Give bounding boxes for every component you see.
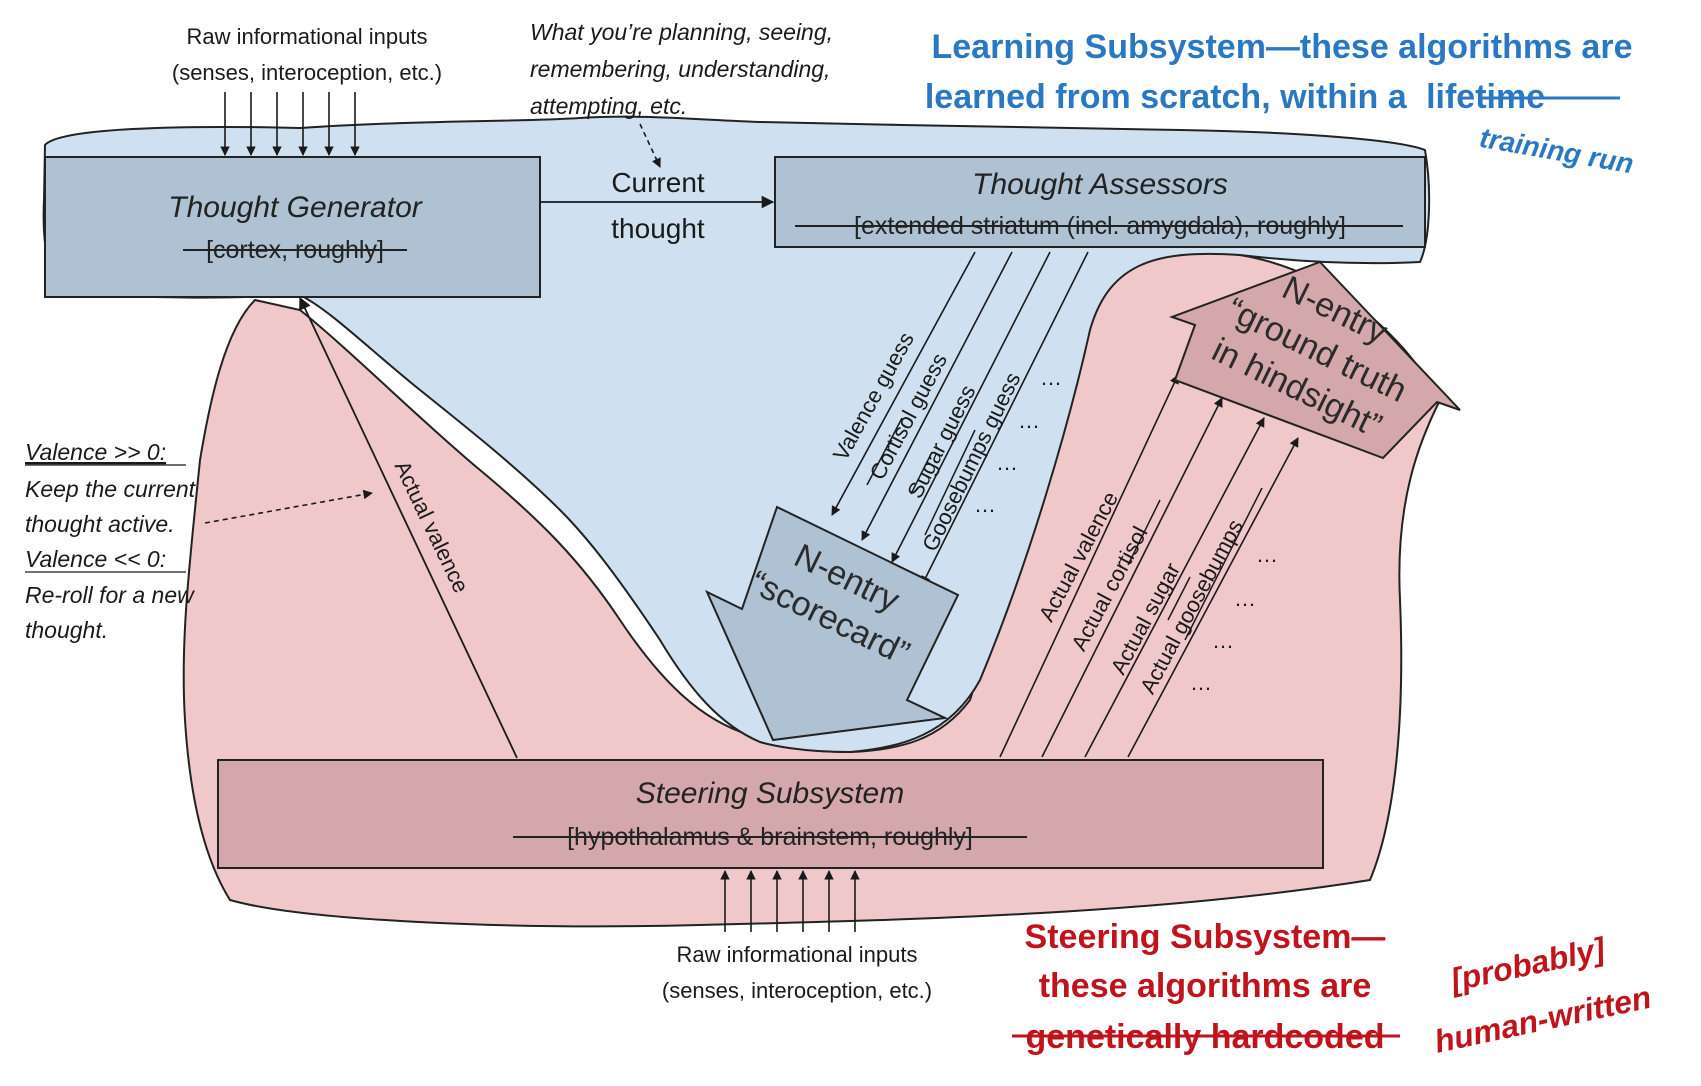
- learning-title-prefix: learned from scratch, within a: [925, 78, 1408, 116]
- inputs-bottom-line2: (senses, interoception, etc.): [662, 978, 932, 1003]
- actual-sugar-strike: [1167, 576, 1191, 621]
- actual-goosebumps-strike: [1184, 487, 1263, 641]
- valence-note-l2: thought active.: [25, 511, 175, 537]
- actual-dots-2: …: [1212, 628, 1234, 653]
- actual-dots-4: …: [1256, 542, 1278, 567]
- guess-dots-4: …: [974, 492, 996, 517]
- input-arrows-top: [220, 92, 360, 156]
- planning-note-line3: attempting, etc.: [530, 93, 687, 119]
- current-thought-line1: Current: [611, 167, 705, 198]
- guess-dots-2: …: [1018, 408, 1040, 433]
- input-arrows-bottom: [720, 870, 860, 932]
- ground-truth-arrow: [1169, 260, 1461, 460]
- actual-dots-1: …: [1190, 670, 1212, 695]
- guess-dots-3: …: [996, 450, 1018, 475]
- actual-arrows: [999, 374, 1299, 758]
- inputs-bottom-line1: Raw informational inputs: [677, 942, 918, 967]
- thought-assessors-title: Thought Assessors: [972, 168, 1228, 201]
- guess-arrows: [831, 251, 1089, 586]
- valence-note-l4: thought.: [25, 617, 108, 643]
- planning-note-pointer: [639, 123, 661, 168]
- thought-generator-box: [44, 156, 541, 298]
- valence-note-h1: Valence >> 0:: [25, 439, 166, 465]
- valence-note-l3: Re-roll for a new: [25, 582, 195, 608]
- steering-caption-line2: these algorithms are: [1039, 967, 1372, 1005]
- steering-subsystem-box: [217, 759, 1324, 869]
- thought-assessors-box: [774, 156, 1426, 248]
- guess-sugar-strike: [910, 451, 933, 495]
- learning-title-line1: Learning Subsystem—these algorithms are: [932, 28, 1633, 66]
- valence-note-l1: Keep the current: [25, 476, 197, 502]
- steering-caption-line1: Steering Subsystem—: [1025, 918, 1386, 956]
- planning-note-line1: What you’re planning, seeing,: [530, 19, 833, 45]
- actual-cortisol-strike: [1127, 499, 1161, 566]
- learning-title-line2: learned from scratch, within a lifetime: [925, 78, 1545, 116]
- steering-box-title: Steering Subsystem: [636, 777, 904, 810]
- inputs-top-line2: (senses, interoception, etc.): [172, 60, 442, 85]
- planning-note-line2: remembering, understanding,: [530, 56, 830, 82]
- scorecard-arrow: [704, 505, 960, 742]
- guess-dots: … … … …: [974, 365, 1062, 517]
- actual-valence-left-arrow: [299, 296, 518, 759]
- guess-cortisol-strike: [866, 417, 903, 486]
- steering-caption-replacement1: [probably]: [1446, 930, 1609, 998]
- inputs-top-line1: Raw informational inputs: [187, 24, 428, 49]
- valence-note-h2: Valence << 0:: [25, 546, 166, 572]
- actual-dots: … … … …: [1190, 542, 1278, 695]
- learning-replacement: training run: [1477, 122, 1636, 180]
- thought-generator-title: Thought Generator: [168, 191, 423, 224]
- valence-note-pointer: [204, 489, 373, 524]
- actual-dots-3: …: [1234, 586, 1256, 611]
- guess-dots-1: …: [1040, 365, 1062, 390]
- guess-goosebumps-strike: [924, 429, 976, 536]
- current-thought-line2: thought: [611, 213, 705, 244]
